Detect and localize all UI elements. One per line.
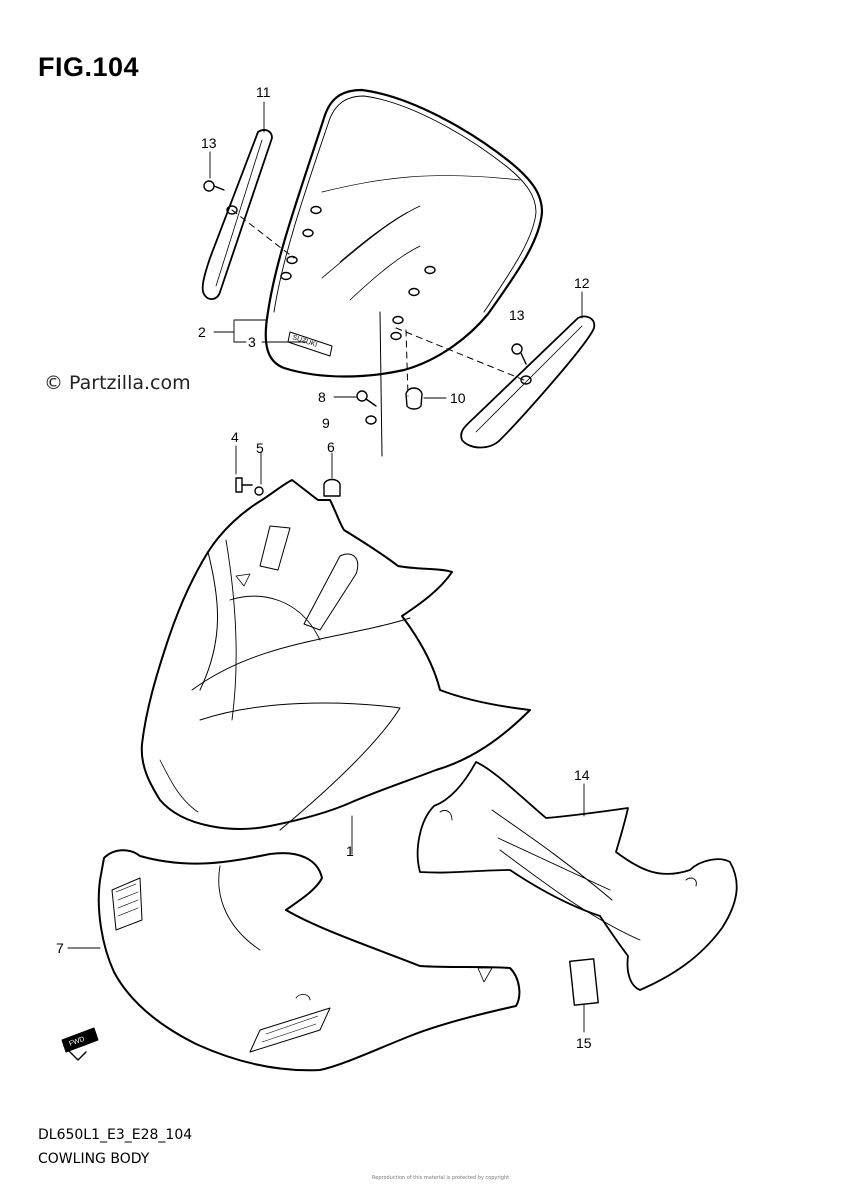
- section-name: COWLING BODY: [38, 1151, 150, 1167]
- under-cowl-part: [97, 849, 521, 1072]
- copyright-watermark: © Partzilla.com: [44, 372, 191, 394]
- callout-7: 7: [56, 940, 64, 956]
- model-code: DL650L1_E3_E28_104: [38, 1127, 193, 1143]
- fasteners: [203, 180, 527, 497]
- callout-4: 4: [231, 429, 239, 445]
- callout-14: 14: [574, 767, 590, 783]
- fine-print: Reproduction of this material is protect…: [372, 1175, 510, 1181]
- callout-15: 15: [576, 1035, 592, 1051]
- left-bracket-part: [201, 129, 273, 300]
- callout-2: 2: [198, 324, 206, 340]
- callout-10: 10: [450, 390, 466, 406]
- callout-5: 5: [256, 440, 264, 456]
- windscreen-part: SUZUKI: [264, 88, 544, 378]
- forward-arrow-icon: FWD: [61, 1027, 99, 1061]
- cowling-body-part: [140, 479, 531, 831]
- callout-3: 3: [248, 334, 256, 350]
- callout-numbers: 11 13 2 3 12 13 8 9 10 4 5 6 1 14 7 15: [56, 84, 592, 1051]
- inner-cover-part: [416, 761, 738, 991]
- leader-lines: [67, 101, 585, 1033]
- callout-1: 1: [346, 843, 354, 859]
- pad-part: [569, 958, 599, 1006]
- assembly-lines: [231, 209, 525, 457]
- right-bracket-part: [460, 315, 596, 449]
- callout-8: 8: [318, 389, 326, 405]
- callout-11: 11: [256, 84, 271, 100]
- callout-12: 12: [574, 275, 590, 291]
- callout-9: 9: [322, 415, 330, 431]
- figure-title: FIG.104: [38, 52, 140, 82]
- callout-6: 6: [327, 439, 335, 455]
- callout-13-lower: 13: [509, 307, 525, 323]
- callout-13-upper: 13: [201, 135, 217, 151]
